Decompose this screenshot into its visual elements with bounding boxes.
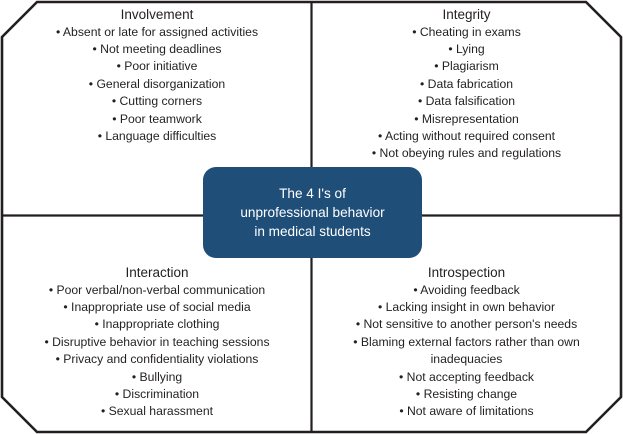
- center-badge: The 4 I's of unprofessional behavior in …: [203, 167, 422, 258]
- list-item: • Poor verbal/non-verbal communication: [48, 282, 266, 297]
- quadrant-title-integrity: Integrity: [442, 7, 491, 22]
- list-item: • Lying: [448, 41, 485, 56]
- list-item: • Blaming external factors rather than o…: [353, 334, 580, 367]
- list-item: • Language difficulties: [97, 128, 217, 143]
- list-item: • Disruptive behavior in teaching sessio…: [44, 334, 270, 349]
- quadrant-list-introspection: • Avoiding feedback • Lacking insight in…: [314, 282, 619, 421]
- list-item: • Data fabrication: [419, 76, 513, 91]
- list-item: • General disorganization: [88, 76, 226, 91]
- quadrant-list-integrity: • Cheating in exams • Lying • Plagiarism…: [314, 24, 619, 163]
- list-item: • Not accepting feedback: [398, 369, 535, 384]
- list-item: • Bullying: [131, 369, 183, 384]
- quadrant-integrity: Integrity • Cheating in exams • Lying • …: [314, 6, 619, 163]
- quadrant-title-interaction: Interaction: [125, 265, 189, 280]
- quadrant-title-involvement: Involvement: [120, 7, 194, 22]
- list-item: • Discrimination: [114, 386, 200, 401]
- list-item: • Misrepresentation: [414, 111, 519, 126]
- quadrant-list-interaction: • Poor verbal/non-verbal communication •…: [4, 282, 310, 421]
- quadrant-involvement: Involvement • Absent or late for assigne…: [4, 6, 310, 145]
- quadrant-list-involvement: • Absent or late for assigned activities…: [4, 24, 310, 146]
- center-line-3: in medical students: [254, 224, 371, 239]
- list-item: • Not sensitive to another person's need…: [355, 317, 578, 332]
- list-item: • Poor teamwork: [112, 111, 202, 126]
- list-item: • Not aware of limitations: [399, 404, 534, 419]
- list-item: • Inappropriate use of social media: [63, 299, 251, 314]
- list-item: • Poor initiative: [116, 59, 198, 74]
- list-item: • Not obeying rules and regulations: [371, 146, 562, 161]
- list-item: • Lacking insight in own behavior: [377, 299, 556, 314]
- list-item: • Not meeting deadlines: [92, 41, 222, 56]
- list-item: • Data falsification: [417, 94, 516, 109]
- center-line-2: unprofessional behavior: [240, 205, 385, 220]
- list-item: • Cutting corners: [111, 94, 203, 109]
- center-badge-text: The 4 I's of unprofessional behavior in …: [228, 184, 396, 241]
- list-item: • Acting without required consent: [377, 128, 556, 143]
- list-item: • Inappropriate clothing: [94, 317, 220, 332]
- list-item: • Cheating in exams: [412, 24, 521, 39]
- list-item: • Sexual harassment: [101, 404, 213, 419]
- quadrant-interaction: Interaction • Poor verbal/non-verbal com…: [4, 264, 310, 421]
- list-item: • Plagiarism: [434, 59, 499, 74]
- quadrant-introspection: Introspection • Avoiding feedback • Lack…: [314, 264, 619, 421]
- center-line-1: The 4 I's of: [279, 186, 346, 201]
- list-item: • Privacy and confidentiality violations: [55, 352, 259, 367]
- list-item: • Avoiding feedback: [413, 282, 520, 297]
- quadrant-title-introspection: Introspection: [427, 265, 506, 280]
- list-item: • Absent or late for assigned activities: [55, 24, 259, 39]
- list-item: • Resisting change: [415, 386, 518, 401]
